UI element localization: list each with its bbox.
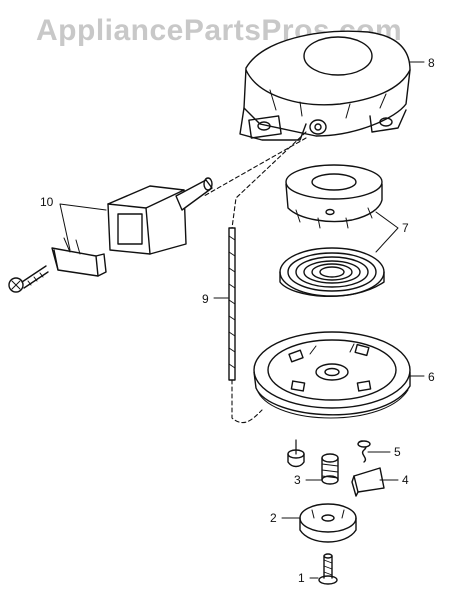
callout-3: 3 [294, 473, 301, 487]
callout-9: 9 [202, 292, 209, 306]
callout-10: 10 [40, 195, 54, 209]
callout-8: 8 [428, 56, 435, 70]
small-spring-icon [357, 440, 371, 463]
pulley-icon [253, 331, 411, 419]
handle-screw-icon [8, 265, 49, 293]
callout-5: 5 [394, 445, 401, 459]
callout-6: 6 [428, 370, 435, 384]
compression-spring-icon [321, 453, 339, 485]
leader-lines [59, 61, 425, 579]
recoil-housing-icon [239, 30, 411, 141]
screw-icon [318, 553, 338, 585]
pawl-pin-icon [287, 439, 305, 468]
rope-icon [228, 227, 236, 381]
callout-2: 2 [270, 511, 277, 525]
handle-icon [107, 177, 213, 255]
callout-labels: 8 7 6 9 10 5 4 3 2 1 [40, 56, 435, 585]
cup-retainer-icon [299, 503, 357, 543]
spring-cup-icon [285, 164, 383, 229]
handle-insert-icon [51, 237, 107, 277]
pawl-icon [351, 467, 385, 497]
callout-7: 7 [402, 221, 409, 235]
recoil-spring-icon [279, 247, 385, 298]
callout-1: 1 [298, 571, 305, 585]
callout-4: 4 [402, 473, 409, 487]
